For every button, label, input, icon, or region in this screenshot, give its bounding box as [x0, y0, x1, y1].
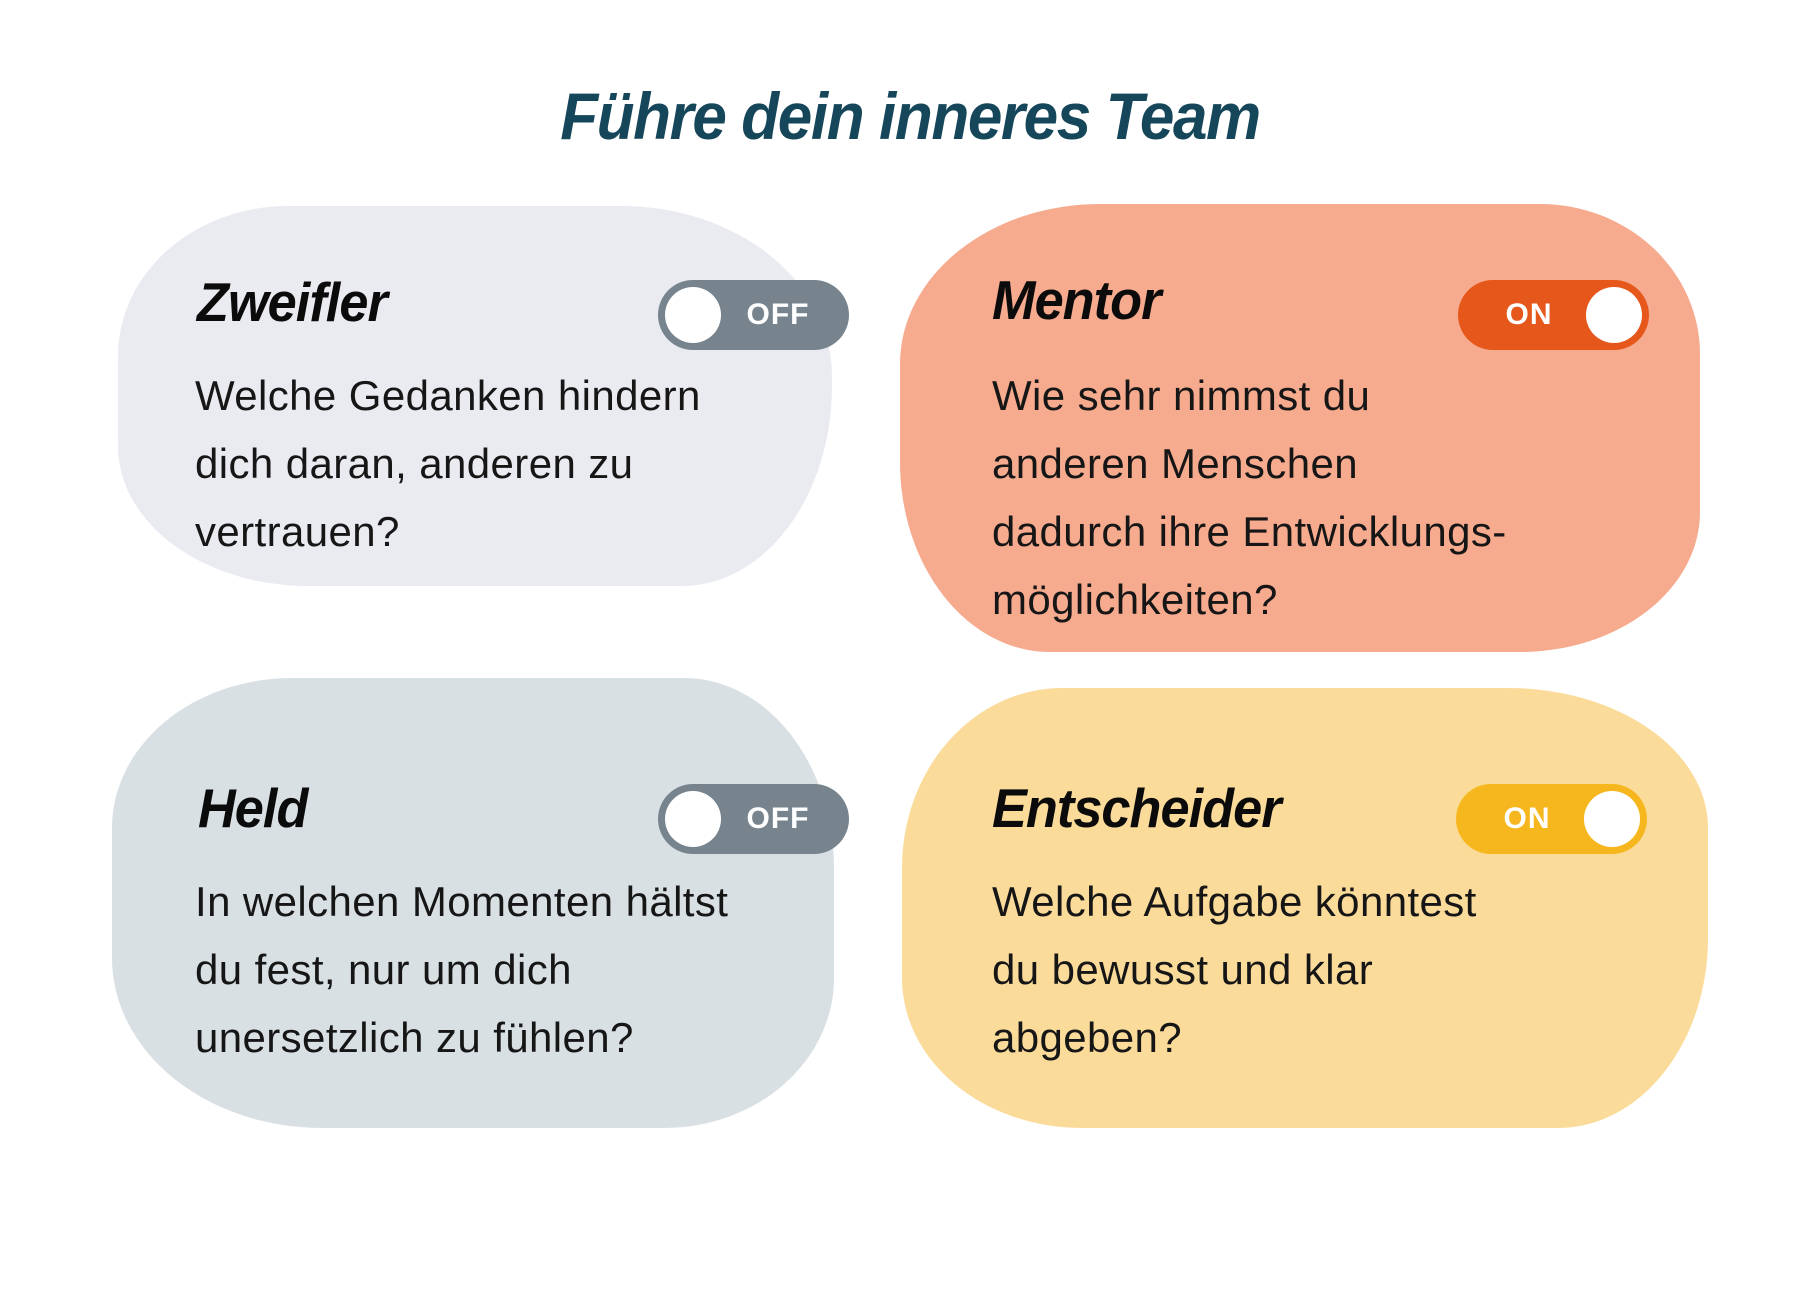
- toggle-state-label: OFF: [746, 298, 810, 331]
- toggle-knob[interactable]: [1586, 287, 1642, 343]
- zweifler-toggle[interactable]: OFF: [658, 280, 849, 350]
- card-held: Held OFF In welchen Momenten hältst du f…: [112, 678, 849, 1128]
- page-title: Führe dein inneres Team: [559, 79, 1261, 153]
- toggle-state-label: ON: [1505, 298, 1553, 331]
- held-toggle[interactable]: OFF: [658, 784, 849, 854]
- toggle-state-label: OFF: [746, 802, 810, 835]
- card-title-held: Held: [198, 777, 308, 839]
- card-zweifler: Zweifler OFF Welche Gedanken hindern dic…: [118, 206, 849, 586]
- card-question-entscheider: Welche Aufgabe könntest du bewusst und k…: [992, 878, 1477, 1061]
- entscheider-toggle[interactable]: ON: [1456, 784, 1647, 854]
- card-title-zweifler: Zweifler: [197, 271, 388, 333]
- mentor-toggle[interactable]: ON: [1458, 280, 1649, 350]
- card-mentor: Mentor ON Wie sehr nimmst du anderen Men…: [900, 204, 1700, 652]
- toggle-knob[interactable]: [1584, 791, 1640, 847]
- card-question-zweifler: Welche Gedanken hindern dich daran, ande…: [195, 372, 701, 555]
- card-title-mentor: Mentor: [992, 269, 1161, 331]
- card-question-mentor: Wie sehr nimmst du anderen Menschen dadu…: [992, 372, 1507, 623]
- toggle-knob[interactable]: [665, 791, 721, 847]
- toggle-knob[interactable]: [665, 287, 721, 343]
- toggle-state-label: ON: [1503, 802, 1551, 835]
- card-question-held: In welchen Momenten hältst du fest, nur …: [195, 878, 729, 1061]
- card-entscheider: Entscheider ON Welche Aufgabe könntest d…: [902, 688, 1708, 1128]
- card-title-entscheider: Entscheider: [992, 777, 1282, 839]
